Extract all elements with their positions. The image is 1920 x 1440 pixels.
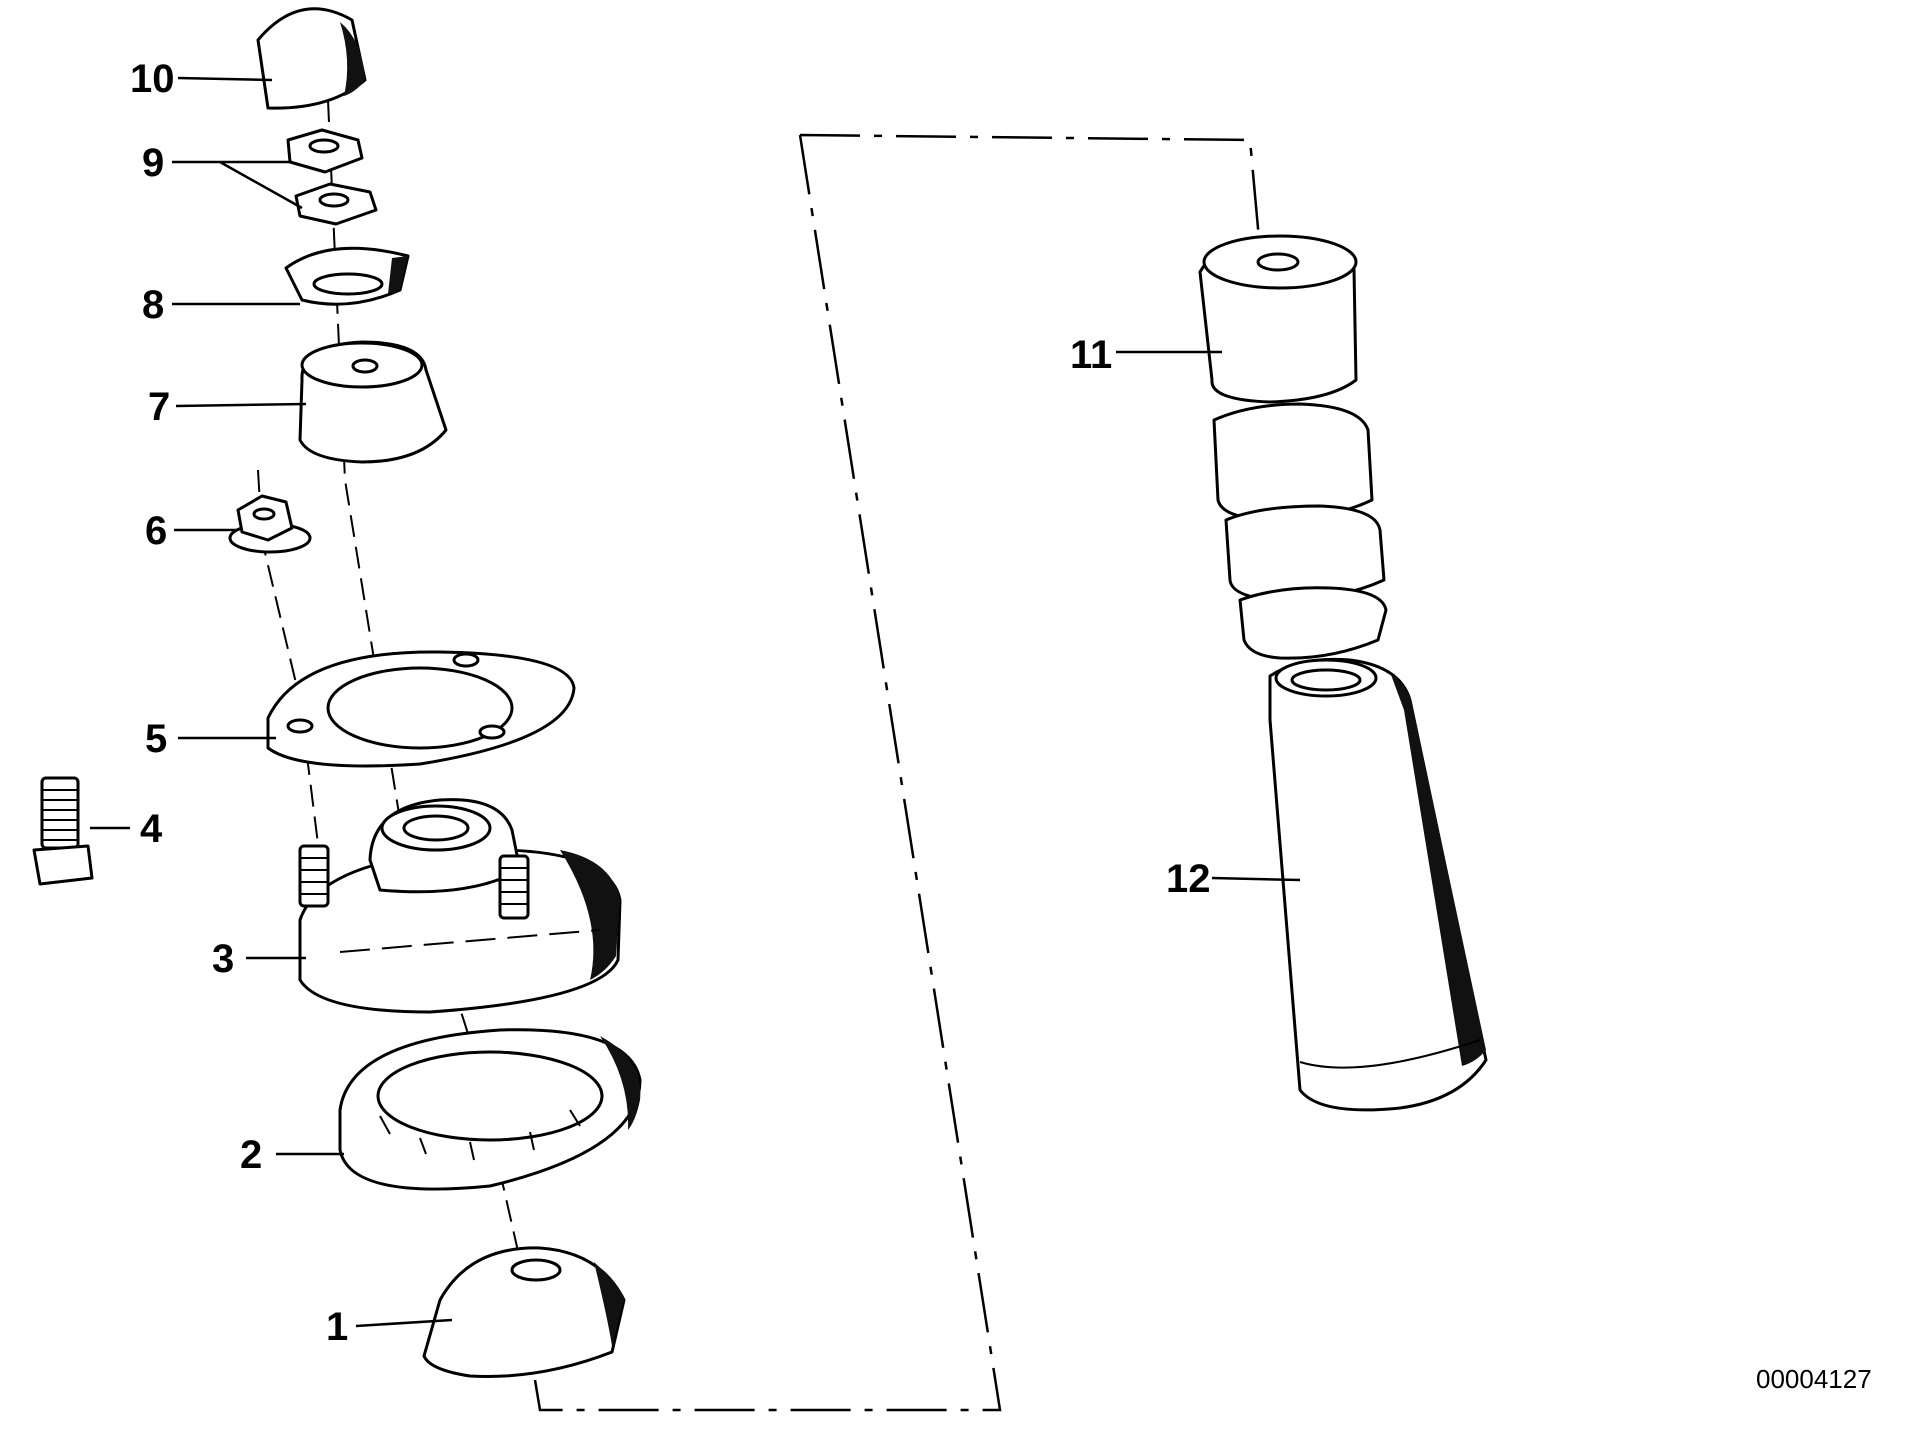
callout-5: 5 [145, 717, 276, 761]
part-6-flange-nut [228, 494, 312, 554]
callout-3: 3 [212, 937, 306, 981]
callout-7: 7 [148, 385, 307, 429]
callout-number: 11 [1070, 333, 1112, 377]
part-9-nuts [286, 128, 378, 226]
callout-number: 5 [145, 717, 167, 761]
part-3-strut-mount [298, 798, 622, 1014]
drawing-id: 00004127 [1756, 1364, 1872, 1394]
callout-number: 7 [148, 385, 170, 429]
group-frame [533, 133, 1262, 1412]
part-5-gasket [266, 650, 576, 768]
part-7-rubber-mount [298, 340, 448, 464]
part-8-cup-washer [284, 246, 410, 306]
callout-number: 2 [240, 1133, 262, 1177]
callout-number: 12 [1166, 857, 1211, 901]
part-2-spring-seat [338, 1028, 642, 1191]
callout-number: 3 [212, 937, 234, 981]
callout-6: 6 [145, 509, 236, 553]
callout-10: 10 [130, 57, 273, 101]
part-1-lower-cup [422, 1246, 626, 1378]
callout-4: 4 [90, 807, 163, 851]
part-10-cap [256, 7, 367, 110]
callout-1: 1 [326, 1305, 453, 1349]
part-12-dust-boot [1268, 657, 1488, 1112]
callout-number: 8 [142, 283, 164, 327]
callout-8: 8 [142, 283, 300, 327]
callout-number: 9 [142, 141, 164, 185]
callout-number: 1 [326, 1305, 348, 1349]
callout-11: 11 [1070, 333, 1222, 377]
callout-9: 9 [142, 141, 303, 210]
callout-number: 4 [140, 807, 163, 851]
callout-12: 12 [1166, 857, 1301, 901]
part-11-bump-stop [1198, 234, 1388, 660]
part-4-bolt [32, 776, 94, 886]
callout-number: 10 [130, 57, 175, 101]
callout-2: 2 [240, 1133, 344, 1177]
callout-number: 6 [145, 509, 167, 553]
